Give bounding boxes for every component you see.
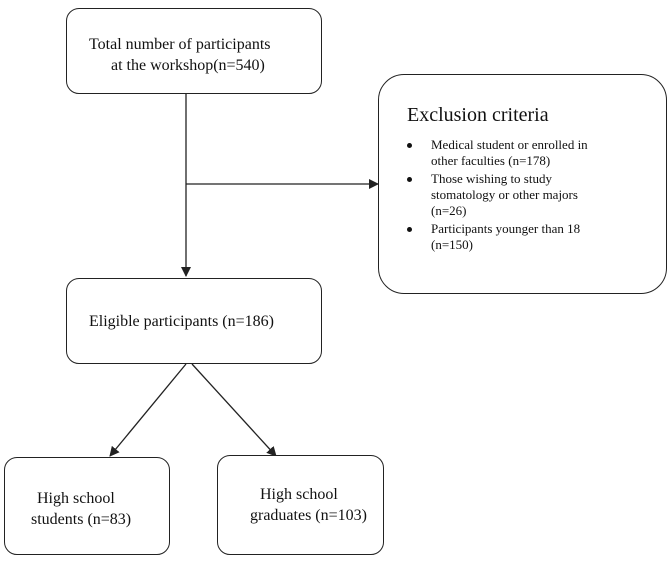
arrow-eligible-to-graduates [191, 363, 277, 457]
students-line2: students (n=83) [31, 511, 132, 528]
total-participants-box: Total number of participants at the work… [66, 8, 322, 94]
graduates-line1: High school [260, 486, 338, 503]
eligible-participants-label: Eligible participants (n=186) [89, 313, 274, 330]
exclusion-item-line: stomatology or other majors [431, 187, 578, 202]
eligible-participants-box: Eligible participants (n=186) [66, 278, 322, 364]
arrow-eligible-to-students [109, 363, 187, 457]
graduates-line2: graduates (n=103) [250, 507, 367, 524]
total-participants-line2: at the workshop(n=540) [111, 57, 265, 74]
students-line1: High school [37, 490, 115, 507]
exclusion-criteria-title: Exclusion criteria [407, 104, 549, 126]
exclusion-item: Medical student or enrolled in other fac… [407, 137, 645, 169]
high-school-graduates-box: High school graduates (n=103) [217, 455, 384, 555]
exclusion-item-line: (n=150) [431, 237, 473, 252]
exclusion-item-line: other faculties (n=178) [431, 153, 551, 168]
exclusion-item: Participants younger than 18 (n=150) [407, 221, 645, 253]
exclusion-item-line: (n=26) [431, 203, 467, 218]
exclusion-criteria-box: Exclusion criteria Medical student or en… [378, 74, 667, 294]
exclusion-item-line: Participants younger than 18 [431, 221, 581, 236]
total-participants-line1: Total number of participants [89, 36, 271, 53]
bullet-icon [407, 227, 412, 232]
bullet-icon [407, 143, 412, 148]
exclusion-criteria-list: Medical student or enrolled in other fac… [407, 137, 645, 255]
bullet-icon [407, 177, 412, 182]
exclusion-item: Those wishing to study stomatology or ot… [407, 171, 645, 219]
exclusion-item-line: Those wishing to study [431, 171, 552, 186]
exclusion-item-line: Medical student or enrolled in [431, 137, 588, 152]
high-school-students-box: High school students (n=83) [4, 457, 170, 555]
